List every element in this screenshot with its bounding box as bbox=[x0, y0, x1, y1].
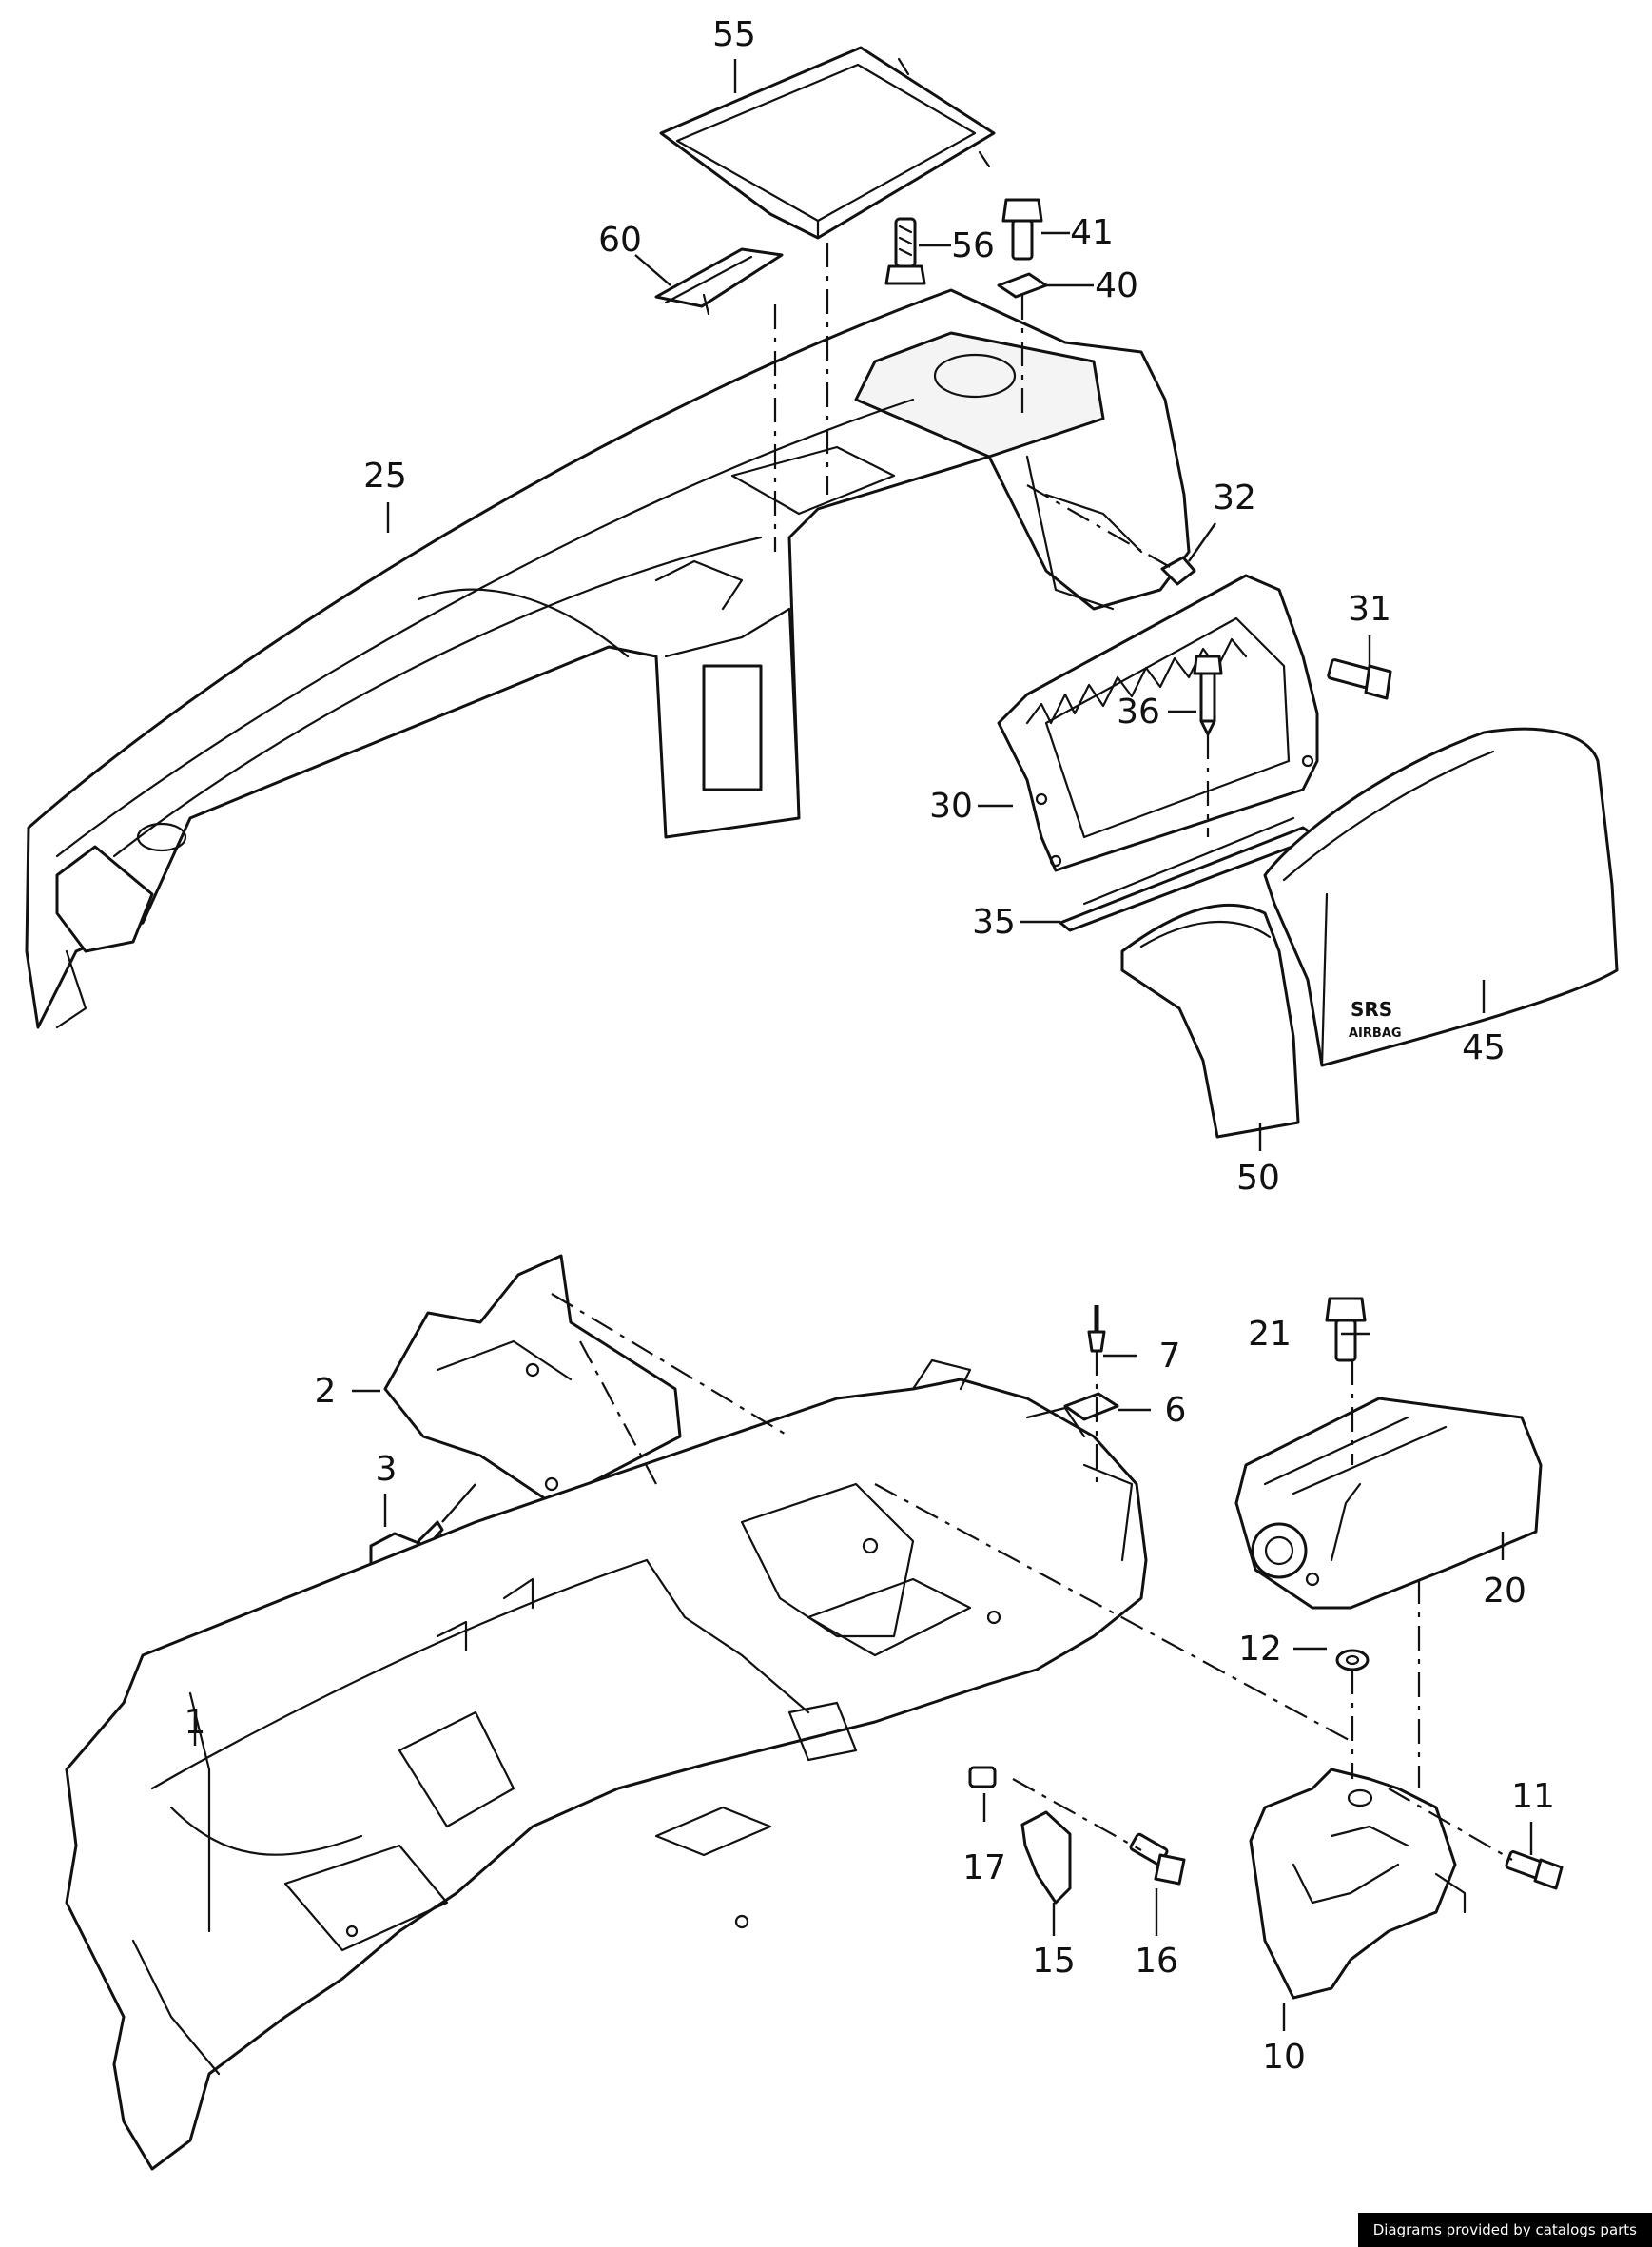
callout-20: 20 bbox=[1483, 1572, 1526, 1611]
plug-17 bbox=[968, 1766, 997, 1788]
bracket-60 bbox=[654, 247, 784, 316]
washer-12 bbox=[1335, 1649, 1370, 1671]
callout-6: 6 bbox=[1165, 1391, 1187, 1430]
callout-55: 55 bbox=[712, 15, 756, 54]
callout-17: 17 bbox=[962, 1848, 1006, 1887]
dashboard-frame-25 bbox=[25, 288, 1191, 1029]
callout-30: 30 bbox=[929, 787, 973, 826]
assembly-lines-lower bbox=[551, 1293, 1513, 1861]
dashboard-carrier-1 bbox=[65, 1358, 1148, 2171]
diagram-credit-banner: Diagrams provided by catalogs parts bbox=[1357, 2213, 1652, 2247]
screw-7 bbox=[1087, 1305, 1106, 1353]
callout-2: 2 bbox=[315, 1372, 337, 1411]
callout-35: 35 bbox=[972, 903, 1016, 942]
callout-15: 15 bbox=[1032, 1942, 1076, 1981]
leaders-lower bbox=[193, 1332, 1533, 2031]
callout-12: 12 bbox=[1238, 1630, 1282, 1669]
callout-32: 32 bbox=[1213, 479, 1256, 518]
callout-45: 45 bbox=[1462, 1028, 1506, 1067]
bracket-15 bbox=[1020, 1810, 1072, 1905]
callout-31: 31 bbox=[1348, 590, 1391, 629]
callout-11: 11 bbox=[1511, 1777, 1555, 1816]
callout-25: 25 bbox=[363, 457, 407, 496]
bolt-31 bbox=[1327, 658, 1392, 700]
glovebox-frame-30 bbox=[997, 574, 1319, 872]
airbag-badge-line1: SRS bbox=[1351, 998, 1392, 1021]
screw-36 bbox=[1193, 655, 1223, 736]
clip-40 bbox=[997, 272, 1048, 299]
callout-10: 10 bbox=[1262, 2038, 1306, 2077]
airbag-module-20 bbox=[1234, 1397, 1543, 1610]
airbag-cover-45 bbox=[1263, 727, 1619, 1067]
leaders-upper bbox=[386, 59, 1486, 1151]
bolt-56 bbox=[884, 217, 926, 285]
callout-41: 41 bbox=[1070, 213, 1114, 252]
airbag-badge-line2: AIRBAG bbox=[1349, 1026, 1402, 1041]
callout-56: 56 bbox=[951, 226, 995, 265]
callout-21: 21 bbox=[1248, 1315, 1292, 1354]
assembly-lines-upper bbox=[773, 243, 1210, 837]
callout-7: 7 bbox=[1159, 1337, 1181, 1376]
callout-50: 50 bbox=[1236, 1159, 1280, 1198]
clip-32 bbox=[1160, 556, 1196, 586]
top-cover-panel-55 bbox=[659, 46, 996, 240]
bolt-11 bbox=[1505, 1850, 1564, 1890]
clip-6 bbox=[1063, 1392, 1119, 1421]
bracket-10 bbox=[1249, 1768, 1467, 2000]
side-cover-50 bbox=[1120, 903, 1300, 1139]
callout-36: 36 bbox=[1117, 693, 1160, 732]
callout-60: 60 bbox=[598, 221, 642, 260]
callout-16: 16 bbox=[1135, 1942, 1178, 1981]
callout-1: 1 bbox=[185, 1703, 206, 1742]
callout-3: 3 bbox=[376, 1450, 398, 1489]
callout-labels: 55 60 56 41 40 25 32 31 36 30 35 45 50 2… bbox=[185, 15, 1555, 2077]
bolt-16 bbox=[1129, 1832, 1186, 1886]
callout-40: 40 bbox=[1095, 266, 1138, 305]
bolt-41 bbox=[1001, 198, 1043, 261]
bolt-21 bbox=[1325, 1297, 1367, 1362]
bracket-2 bbox=[383, 1254, 682, 1505]
